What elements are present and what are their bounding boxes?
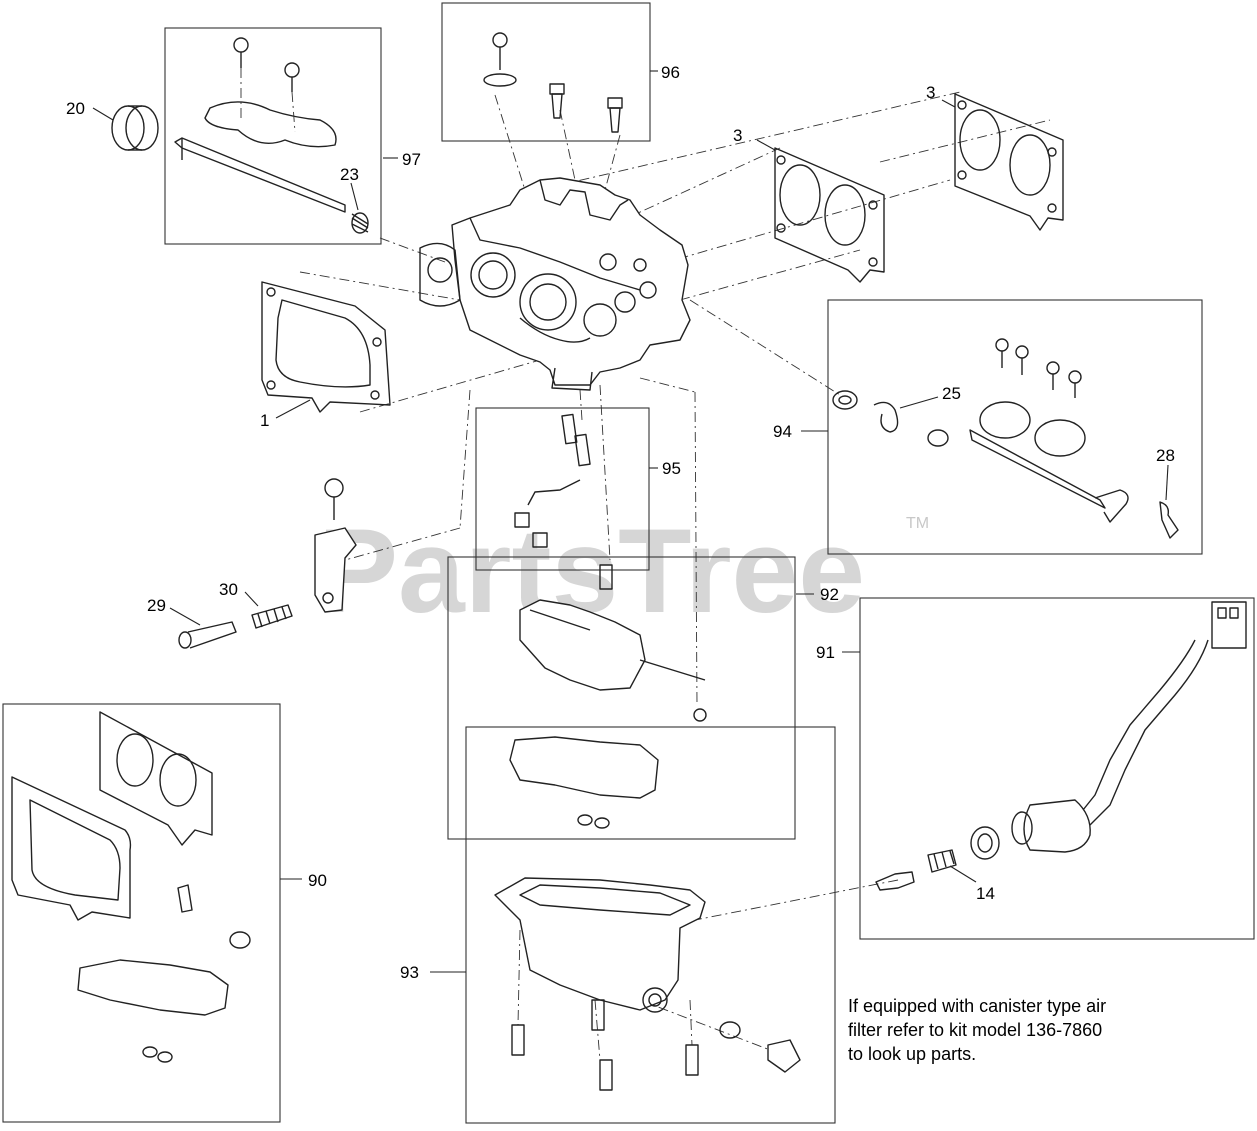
float-kit-92 — [519, 564, 707, 722]
leader-lines — [92, 70, 1169, 973]
kit-box-95 — [475, 407, 650, 571]
callout-25: 25 — [942, 384, 961, 403]
gasket-part-3-rear — [954, 93, 1064, 231]
kit-box-97 — [164, 27, 382, 245]
note-line-3: to look up parts. — [848, 1044, 976, 1064]
callout-96: 96 — [661, 63, 680, 82]
kit-box-91 — [859, 597, 1255, 940]
callout-90: 90 — [308, 871, 327, 890]
watermark-tm: TM — [906, 515, 929, 532]
callout-97: 97 — [402, 150, 421, 169]
callout-28: 28 — [1156, 446, 1175, 465]
kit-note: If equipped with canister type air filte… — [848, 996, 1106, 1064]
float-bowl — [494, 877, 801, 1091]
callout-91: 91 — [816, 643, 835, 662]
alignment-lines — [299, 91, 1051, 1061]
kit-box-92 — [447, 556, 796, 840]
kit-box-96 — [441, 2, 651, 142]
callout-23: 23 — [340, 165, 359, 184]
callout-20: 20 — [66, 99, 85, 118]
gasket-part-3-front — [774, 147, 885, 283]
callout-29: 29 — [147, 596, 166, 615]
callout-30: 30 — [219, 580, 238, 599]
note-line-2: filter refer to kit model 136-7860 — [848, 1020, 1102, 1040]
kit-box-94 — [827, 299, 1203, 555]
callout-14: 14 — [976, 884, 995, 903]
watermark: PartsTree TM — [318, 504, 929, 638]
throttle-shaft-kit-94 — [832, 338, 1179, 539]
choke-shaft-kit-97 — [174, 37, 346, 213]
callout-3-front: 3 — [733, 126, 742, 145]
carburetor-body — [419, 177, 691, 391]
kit-box-90 — [2, 703, 281, 1123]
fuel-solenoid-kit-91 — [875, 601, 1247, 891]
spring-part-23 — [351, 212, 369, 234]
jets-kit-95 — [514, 413, 591, 548]
screw-part-29 — [178, 621, 237, 649]
jets-kit-96 — [483, 32, 623, 133]
cap-part-20 — [111, 105, 159, 151]
spring-part-30 — [251, 604, 293, 629]
bowl-gasket-kit-93 — [509, 736, 659, 829]
gasket-kit-90 — [11, 711, 251, 1063]
note-line-1: If equipped with canister type air — [848, 996, 1106, 1016]
gasket-part-1 — [261, 281, 391, 413]
callout-94: 94 — [773, 422, 792, 441]
callout-labels: 20 23 97 96 3 3 1 25 28 94 95 29 30 92 9… — [66, 63, 1175, 982]
callout-95: 95 — [662, 459, 681, 478]
bracket — [314, 478, 357, 613]
callout-3-rear: 3 — [926, 83, 935, 102]
callout-1: 1 — [260, 411, 269, 430]
callout-93: 93 — [400, 963, 419, 982]
kit-box-93 — [465, 726, 836, 1124]
callout-92: 92 — [820, 585, 839, 604]
